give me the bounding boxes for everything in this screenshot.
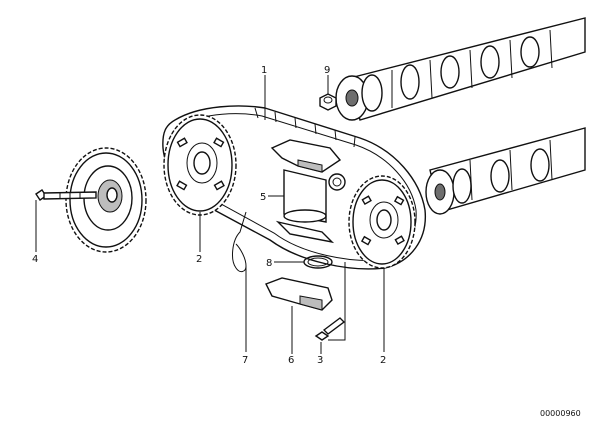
sprocket-left <box>163 114 237 216</box>
bolt-part-3 <box>314 317 346 341</box>
callout-2-right: 2 <box>380 355 386 366</box>
guide-rail-part-6 <box>265 277 333 311</box>
chain-tensioner <box>270 139 346 244</box>
lower-camshaft <box>425 127 586 215</box>
clip-part-7 <box>232 211 247 298</box>
callout-2-left: 2 <box>196 254 202 265</box>
callout-4: 4 <box>32 254 38 265</box>
bolt-part-4 <box>35 189 97 201</box>
callouts: 1 9 5 4 2 8 7 6 3 2 <box>32 65 386 366</box>
callout-9: 9 <box>324 65 330 76</box>
callout-8: 8 <box>266 258 272 269</box>
nut-part-9 <box>319 93 337 111</box>
callout-5: 5 <box>260 192 266 203</box>
callout-1: 1 <box>261 65 267 76</box>
leader-lines <box>35 75 385 354</box>
callout-7: 7 <box>242 355 248 366</box>
front-sprocket <box>65 147 147 253</box>
callout-3: 3 <box>317 355 323 366</box>
callout-6: 6 <box>288 355 294 366</box>
sprocket-right <box>348 175 416 269</box>
reference-number: 00000960 <box>540 409 581 418</box>
upper-camshaft <box>335 17 586 121</box>
